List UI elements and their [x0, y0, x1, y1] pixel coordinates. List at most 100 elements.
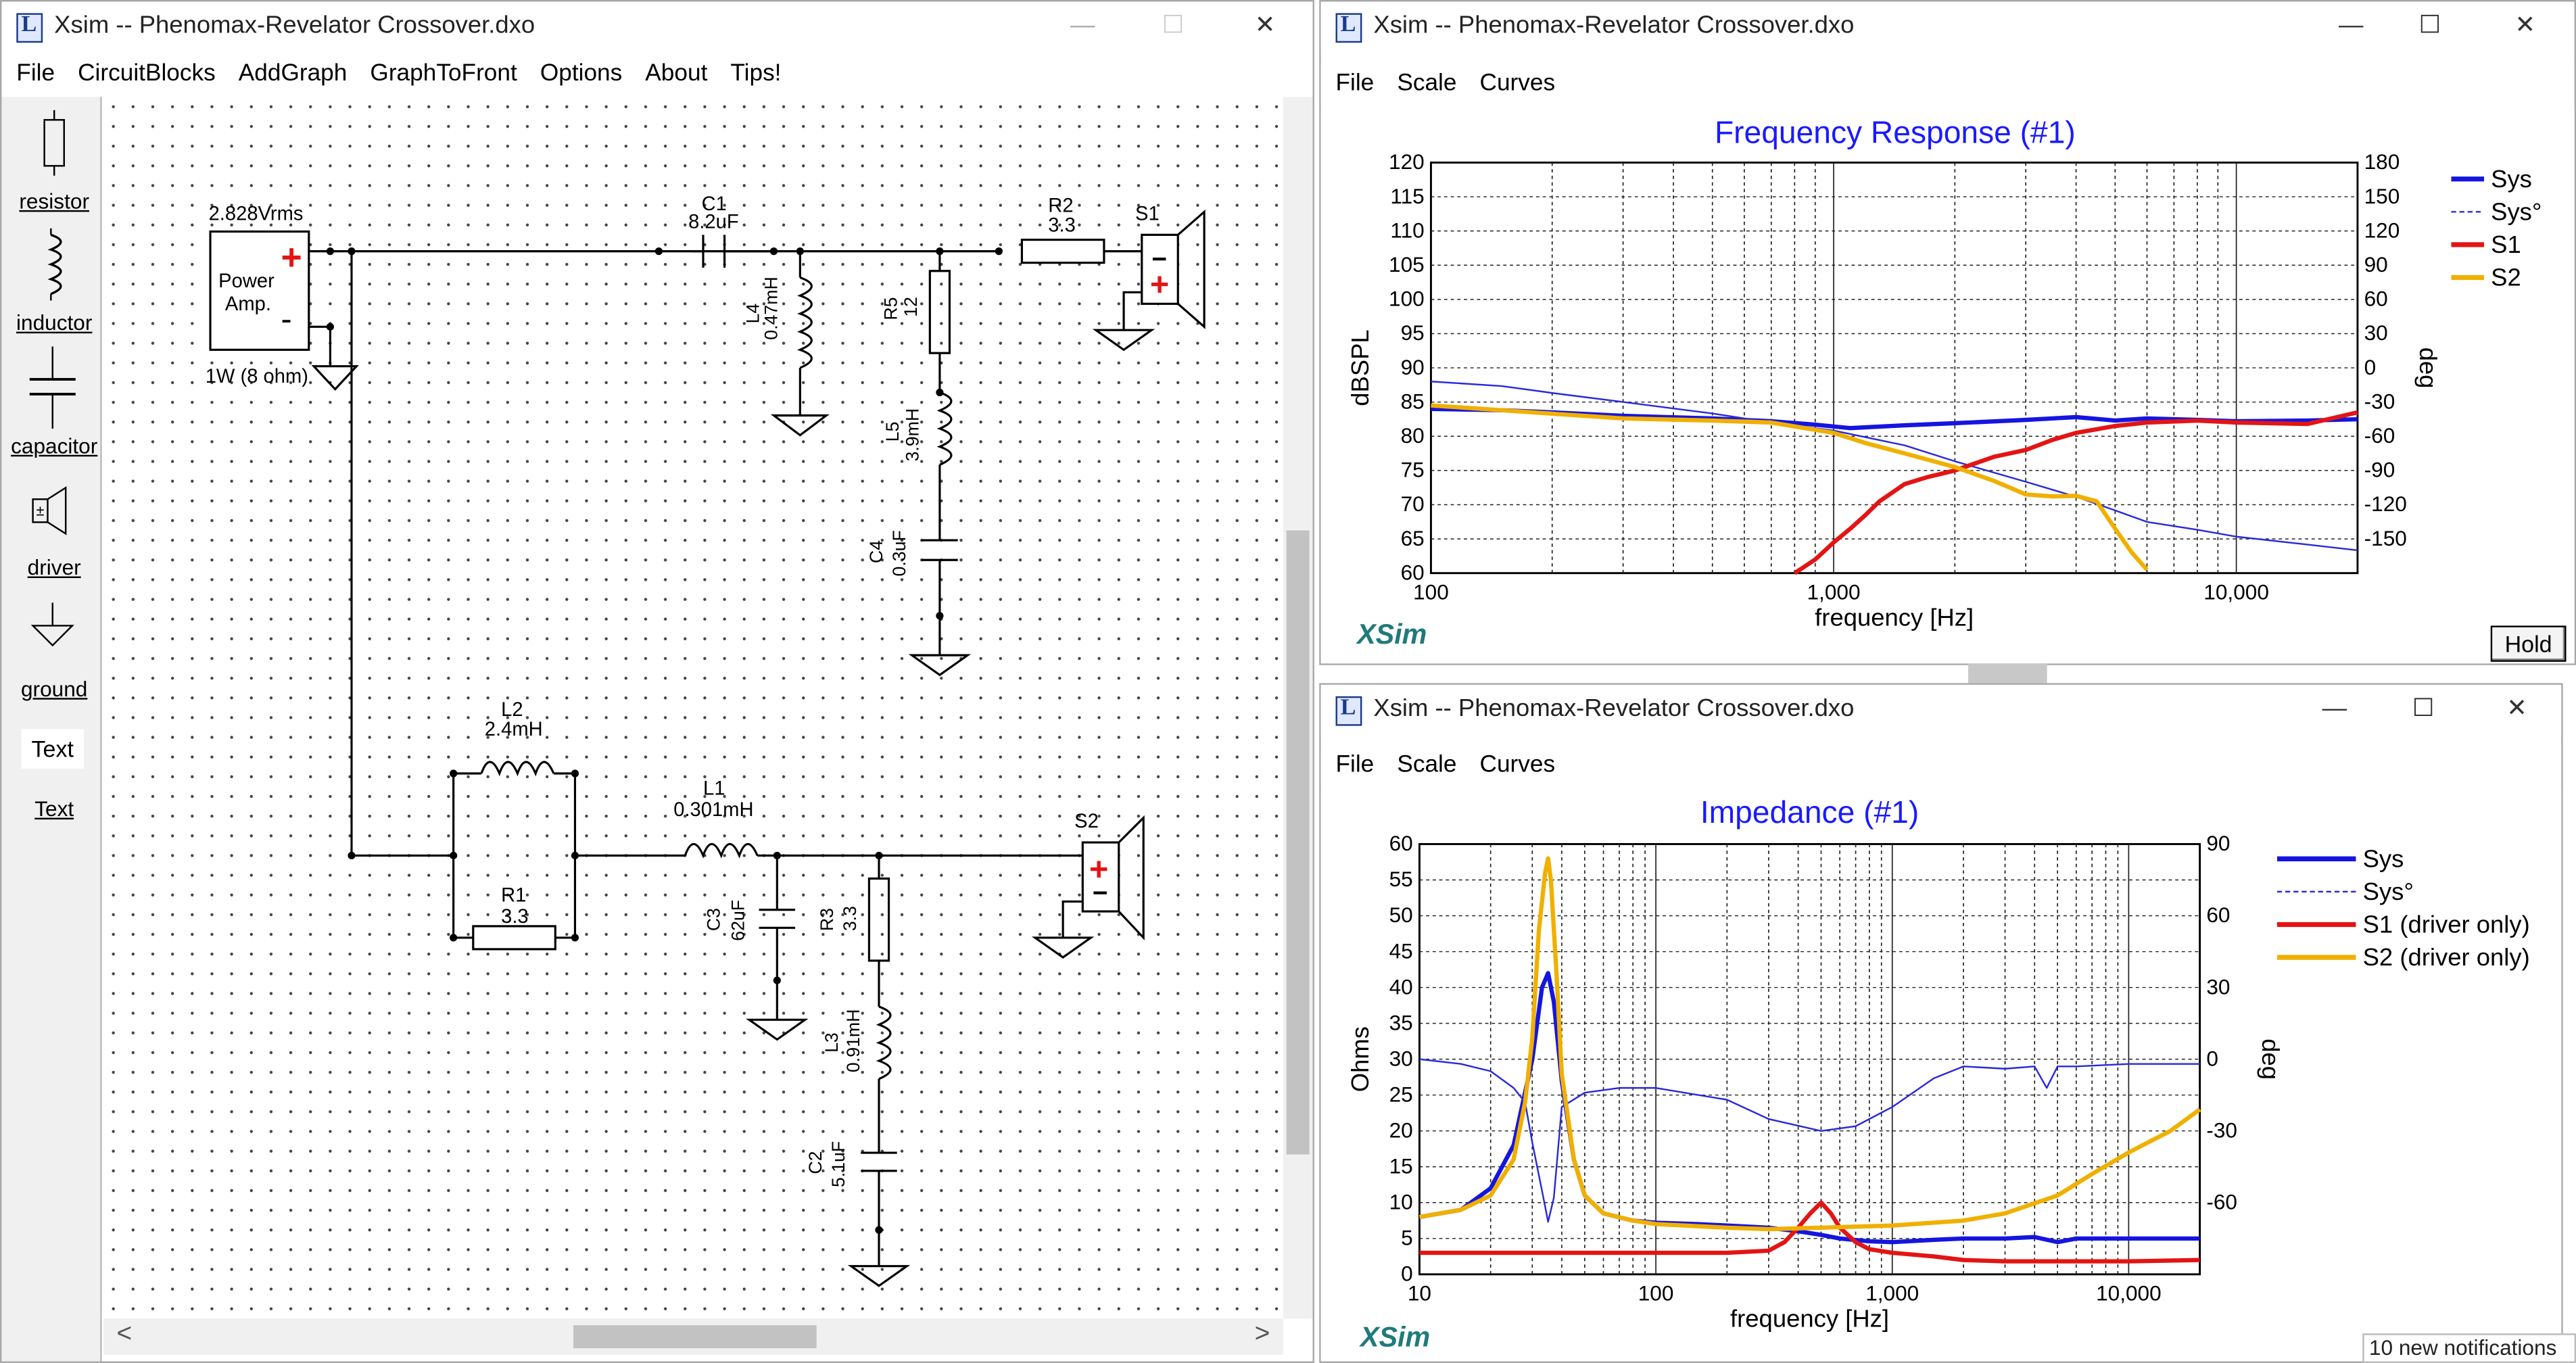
- imp-x-tick-label: 1,000: [1865, 1281, 1919, 1306]
- schematic-titlebar[interactable]: Xsim -- Phenomax-Revelator Crossover.dxo…: [1, 1, 1313, 55]
- menu-circuitblocks[interactable]: CircuitBlocks: [78, 60, 216, 87]
- freq-y2-tick-label: -60: [2364, 423, 2395, 448]
- menu-about[interactable]: About: [645, 60, 708, 87]
- driver-icon[interactable]: ±: [30, 485, 76, 537]
- menu-graphtofront[interactable]: GraphToFront: [370, 60, 517, 87]
- imp-x-axis-label: frequency [Hz]: [1730, 1305, 1889, 1333]
- menu-scale[interactable]: Scale: [1397, 70, 1457, 97]
- freq-y-tick-label: 80: [1401, 423, 1425, 448]
- inductor-icon[interactable]: [31, 228, 77, 301]
- r5-name: R5: [881, 297, 901, 320]
- resistor-icon[interactable]: [34, 110, 74, 176]
- menu-file[interactable]: File: [1335, 70, 1375, 97]
- freq-y2-tick-label: 90: [2364, 252, 2388, 277]
- svg-text:+: +: [281, 237, 302, 277]
- imp-y-tick-label: 50: [1389, 903, 1413, 927]
- tool-driver[interactable]: driver: [27, 554, 81, 580]
- l1-name: L1: [703, 778, 725, 800]
- imp-y2-tick-label: -30: [2206, 1118, 2237, 1142]
- legend-swatch-sys: [2276, 856, 2356, 861]
- imp-legend-s1-label: S1 (driver only): [2362, 911, 2530, 940]
- imp-y-tick-label: 35: [1389, 1010, 1413, 1034]
- legend-swatch-s1: [2451, 242, 2485, 247]
- freq-y-tick-label: 65: [1401, 526, 1425, 550]
- horizontal-scroll-thumb[interactable]: [573, 1325, 817, 1349]
- minimize-button[interactable]: —: [1070, 11, 1095, 40]
- freq-y-tick-label: 70: [1401, 492, 1425, 516]
- freq-y-tick-label: 90: [1401, 355, 1425, 379]
- imp-y-tick-label: 45: [1389, 938, 1413, 963]
- imp-y2-tick-label: -60: [2206, 1189, 2237, 1214]
- imp-y2-axis-label: deg: [2257, 1038, 2285, 1080]
- freq-x-tick-label: 10,000: [2203, 580, 2269, 604]
- tool-inductor[interactable]: inductor: [16, 310, 93, 335]
- c3-name: C3: [703, 908, 723, 931]
- freq-legend-sys: Sys: [2451, 166, 2532, 194]
- freq-series-line-4: [1431, 403, 2149, 571]
- menu-scale[interactable]: Scale: [1397, 752, 1457, 779]
- hold-button[interactable]: Hold: [2490, 625, 2567, 662]
- tool-ground[interactable]: ground: [20, 676, 88, 702]
- freq-y2-tick-label: -30: [2364, 389, 2395, 413]
- ground-icon[interactable]: [28, 602, 77, 652]
- menu-file[interactable]: File: [1335, 752, 1375, 779]
- imp-y-axis-label: Ohms: [1346, 1026, 1374, 1092]
- imp-y-tick-label: 5: [1401, 1226, 1413, 1250]
- imp-y2-tick-label: 60: [2206, 903, 2230, 927]
- maximize-button[interactable]: ☐: [1162, 11, 1185, 40]
- horizontal-scrollbar[interactable]: < >: [103, 1318, 1283, 1355]
- schematic-canvas[interactable]: + - − + + − 2.828Vrms Power Amp. 1W (8 o…: [103, 97, 1283, 1319]
- freq-y2-tick-label: -150: [2364, 526, 2407, 550]
- menu-curves[interactable]: Curves: [1479, 752, 1556, 779]
- c2-name: C2: [805, 1151, 826, 1174]
- close-button[interactable]: ✕: [2506, 694, 2527, 723]
- imp-titlebar[interactable]: Xsim -- Phenomax-Revelator Crossover.dxo…: [1320, 684, 2562, 738]
- window-gap-strip: [1968, 663, 2047, 684]
- minimize-button[interactable]: —: [2338, 11, 2364, 40]
- scroll-left-arrow[interactable]: <: [116, 1320, 133, 1349]
- menu-options[interactable]: Options: [540, 60, 623, 87]
- source-voltage: 2.828Vrms: [209, 203, 304, 224]
- capacitor-icon[interactable]: [24, 346, 80, 429]
- r2-name: R2: [1048, 195, 1073, 216]
- notification-toast[interactable]: 10 new notifications: [2362, 1333, 2576, 1363]
- freq-titlebar[interactable]: Xsim -- Phenomax-Revelator Crossover.dxo…: [1320, 1, 2575, 55]
- minimize-button[interactable]: —: [2322, 694, 2347, 723]
- tool-resistor[interactable]: resistor: [19, 189, 89, 214]
- maximize-button[interactable]: ☐: [2418, 11, 2441, 40]
- freq-y2-tick-label: 180: [2364, 149, 2400, 174]
- freq-y2-tick-label: 0: [2364, 355, 2377, 379]
- tool-capacitor[interactable]: capacitor: [11, 433, 98, 458]
- frequency-response-chart[interactable]: 6065707580859095100105110115120-150-120-…: [1321, 107, 2576, 665]
- app-icon: [1335, 696, 1362, 726]
- maximize-button[interactable]: ☐: [2412, 694, 2435, 723]
- tool-text[interactable]: Text: [34, 796, 74, 821]
- vertical-scrollbar[interactable]: [1283, 97, 1313, 1319]
- imp-y2-tick-label: 90: [2206, 831, 2230, 855]
- source-label-power: Power: [218, 270, 275, 292]
- text-tool-icon[interactable]: Text: [21, 729, 84, 769]
- menu-addgraph[interactable]: AddGraph: [238, 60, 348, 87]
- vertical-scroll-thumb[interactable]: [1286, 530, 1310, 1155]
- freq-y2-tick-label: 60: [2364, 287, 2388, 311]
- freq-x-axis-label: frequency [Hz]: [1815, 603, 1974, 631]
- c1-name: C1: [702, 193, 727, 215]
- imp-menubar: File Scale Curves: [1320, 745, 2562, 786]
- close-button[interactable]: ✕: [1254, 11, 1276, 40]
- menu-file[interactable]: File: [16, 60, 55, 87]
- freq-y-tick-label: 120: [1389, 149, 1425, 174]
- source-label-amp: Amp.: [225, 293, 271, 315]
- imp-series-line-4: [1418, 856, 2201, 1232]
- close-button[interactable]: ✕: [2514, 11, 2536, 40]
- l2-value: 2.4mH: [485, 719, 543, 740]
- freq-y2-tick-label: 30: [2364, 320, 2388, 345]
- c4-value: 0.3uF: [889, 530, 909, 576]
- l2-name: L2: [501, 699, 523, 721]
- freq-y2-tick-label: -120: [2364, 492, 2407, 516]
- scroll-right-arrow[interactable]: >: [1254, 1320, 1270, 1349]
- imp-y-tick-label: 55: [1389, 867, 1413, 891]
- menu-tips[interactable]: Tips!: [730, 60, 782, 87]
- menu-curves[interactable]: Curves: [1479, 70, 1556, 97]
